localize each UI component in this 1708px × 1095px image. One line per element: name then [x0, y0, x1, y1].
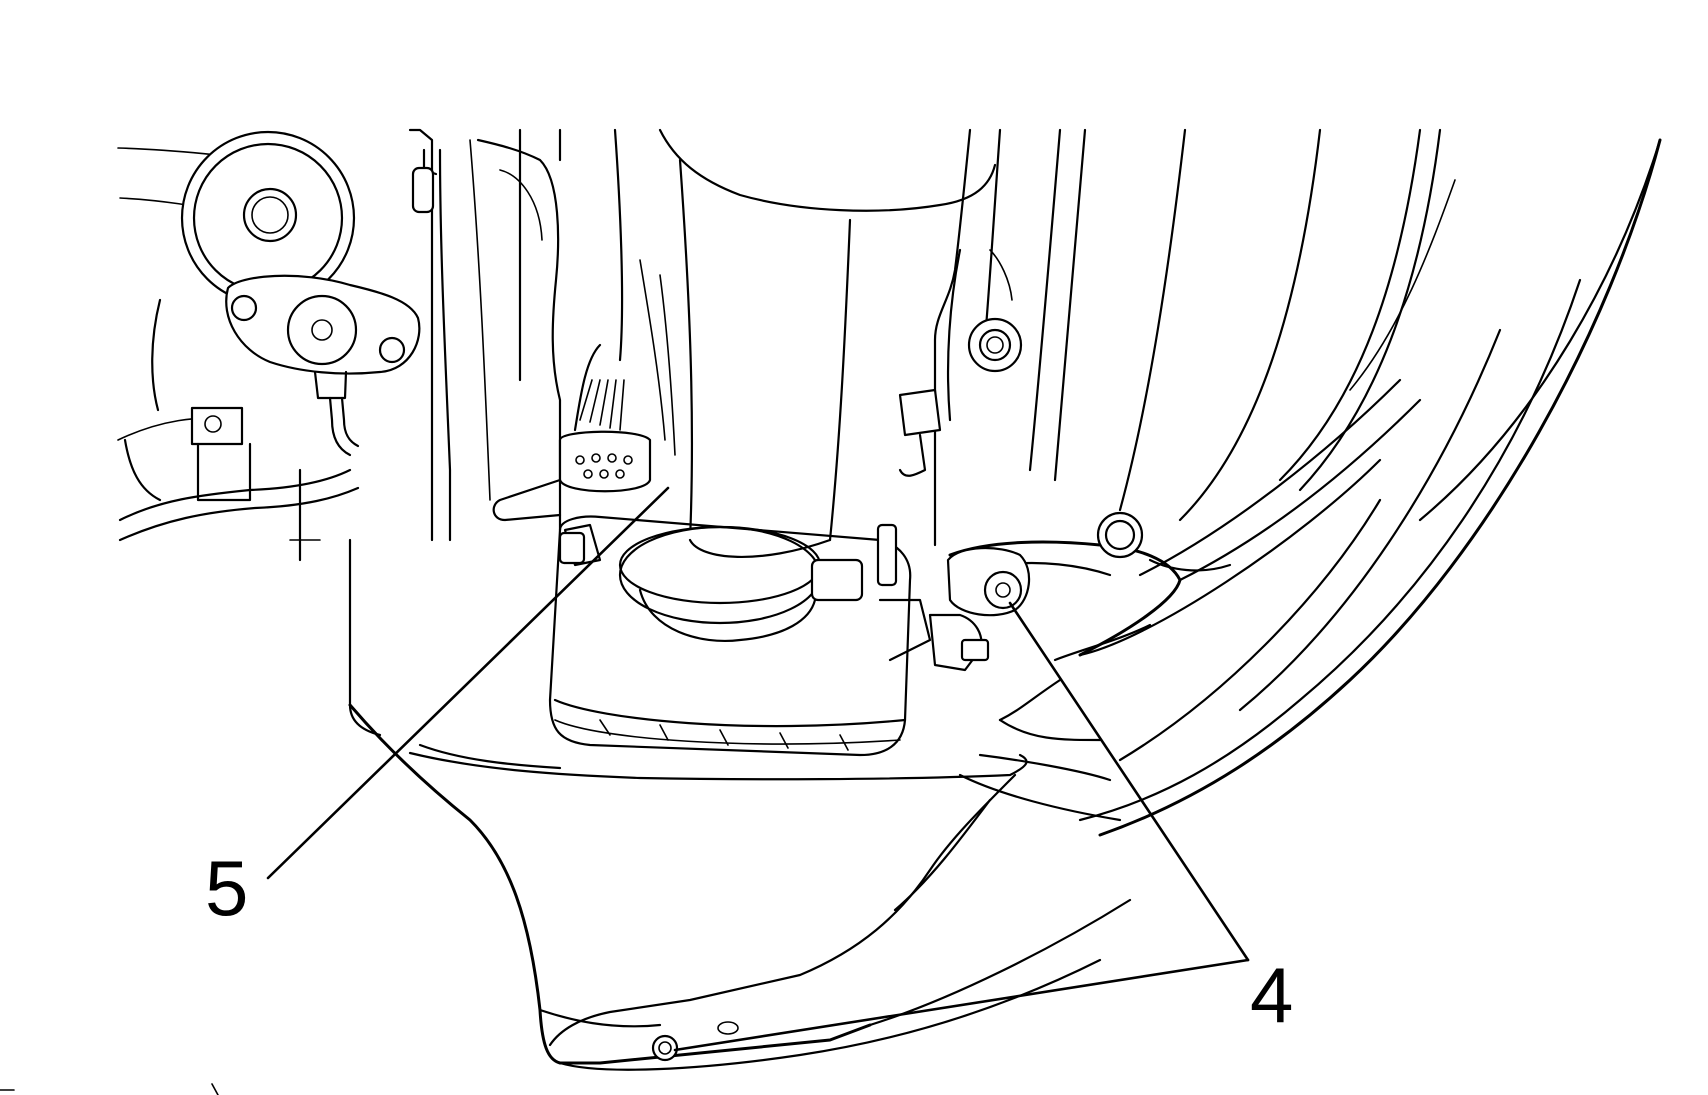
exhaust-pipe	[618, 128, 997, 642]
fastener-upper	[946, 547, 1031, 617]
corner-mark	[211, 1083, 219, 1095]
engine-mount-assembly	[117, 130, 421, 562]
leader-lines	[266, 486, 1250, 1052]
leader-line-5	[266, 486, 670, 880]
splash-guard	[348, 703, 1132, 1071]
leader-line-4-upper	[1008, 601, 1250, 962]
callout-label-4: 4	[1250, 951, 1293, 1039]
callout-label-5: 5	[205, 844, 248, 932]
transmission-housing	[348, 128, 624, 737]
canister-body	[548, 515, 990, 757]
body-panel-right	[898, 128, 1662, 837]
wiring-connector	[492, 343, 652, 522]
leader-line-4-lower	[673, 958, 1250, 1052]
